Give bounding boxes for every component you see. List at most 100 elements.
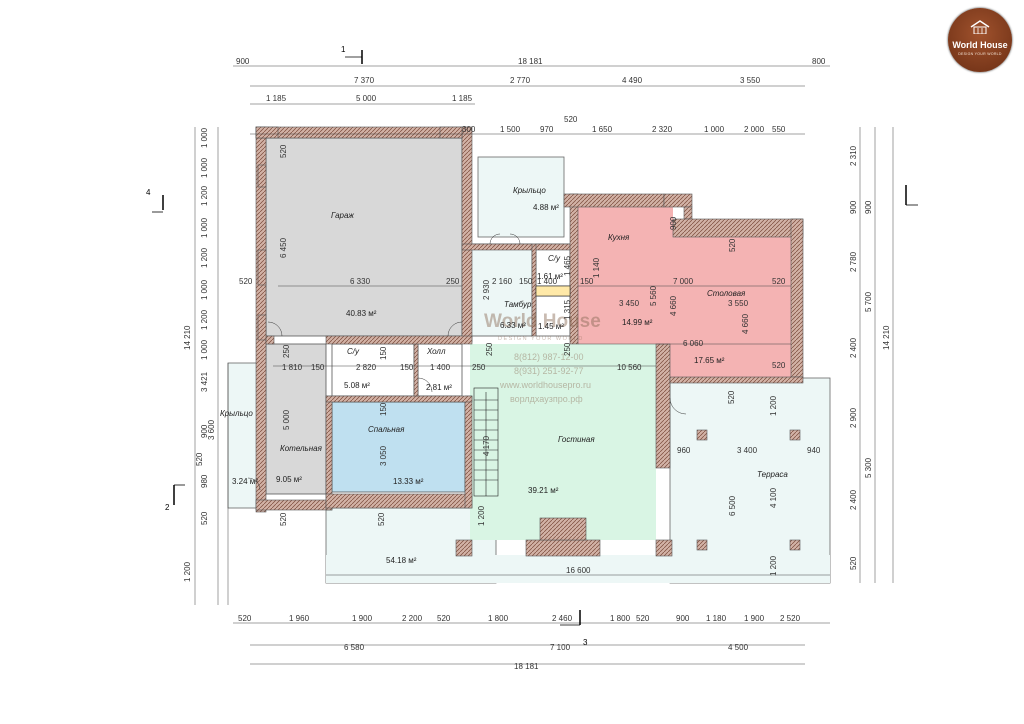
svg-text:520: 520 [279,144,288,158]
dimension-lines [194,65,894,665]
svg-text:14 210: 14 210 [183,325,192,350]
svg-text:1 200: 1 200 [183,561,192,582]
svg-text:940: 940 [807,446,821,455]
svg-text:520: 520 [772,277,786,286]
area-storage: 1.45 м² [538,322,564,331]
section-markers [162,50,907,625]
svg-text:6 500: 6 500 [728,495,737,516]
svg-text:6 450: 6 450 [279,237,288,258]
svg-text:520: 520 [195,452,204,466]
svg-text:3 400: 3 400 [737,446,758,455]
label-wc1: С/у [548,254,561,263]
svg-text:960: 960 [677,446,691,455]
svg-text:250: 250 [472,363,486,372]
svg-text:1: 1 [341,45,346,54]
label-wc2: С/у [347,347,360,356]
section-marker-ticks [152,56,918,626]
house-icon [970,20,990,34]
svg-text:4: 4 [146,188,151,197]
svg-text:900: 900 [669,216,678,230]
svg-text:1 800: 1 800 [610,614,631,623]
label-porch-left: Крыльцо [220,409,253,418]
svg-text:520: 520 [200,511,209,525]
area-wc2: 5.08 м² [344,381,370,390]
svg-text:250: 250 [485,342,494,356]
svg-text:520: 520 [437,614,451,623]
svg-text:18 181: 18 181 [518,57,543,66]
svg-text:5 560: 5 560 [649,285,658,306]
svg-text:2 160: 2 160 [492,277,513,286]
storage-fill [535,295,571,337]
svg-text:1 900: 1 900 [744,614,765,623]
svg-text:4 170: 4 170 [482,435,491,456]
svg-text:3 450: 3 450 [619,299,640,308]
svg-text:10 560: 10 560 [617,363,642,372]
svg-text:14 210: 14 210 [882,325,891,350]
svg-text:520: 520 [564,115,578,124]
dims-left: 1 000 1 000 1 200 1 000 1 200 1 000 1 20… [183,127,216,582]
svg-text:5 000: 5 000 [356,94,377,103]
svg-text:3 421: 3 421 [200,371,209,392]
label-bedroom: Спальная [368,425,405,434]
svg-text:520: 520 [728,238,737,252]
svg-text:2 900: 2 900 [849,407,858,428]
label-dining: Столовая [707,289,746,298]
tambur-fill [469,243,533,337]
label-terrace: Терраса [757,470,788,479]
watermark: World House DESIGN YOUR WORLD 8(812) 987… [484,311,601,404]
svg-text:970: 970 [540,125,554,134]
terrace-bottom-fill [326,555,830,583]
wc2-fill [331,343,415,397]
svg-text:250: 250 [563,342,572,356]
svg-text:2 400: 2 400 [849,337,858,358]
svg-text:520: 520 [377,512,386,526]
svg-text:5 300: 5 300 [864,457,873,478]
svg-text:150: 150 [379,346,388,360]
porch-top-fill [477,156,565,238]
svg-text:1 000: 1 000 [200,127,209,148]
svg-text:2 820: 2 820 [356,363,377,372]
svg-text:520: 520 [636,614,650,623]
svg-text:4 660: 4 660 [669,295,678,316]
svg-text:3 550: 3 550 [740,76,761,85]
svg-text:2 520: 2 520 [780,614,801,623]
svg-text:250: 250 [282,344,291,358]
logo-name: World House [952,40,1008,50]
svg-text:4 490: 4 490 [622,76,643,85]
label-porch-top: Крыльцо [513,186,546,195]
svg-text:1 810: 1 810 [282,363,303,372]
svg-text:DESIGN YOUR WORLD: DESIGN YOUR WORLD [498,336,584,342]
svg-text:300: 300 [462,125,476,134]
area-garage: 40.83 м² [346,309,377,318]
svg-text:7 370: 7 370 [354,76,375,85]
svg-text:1 650: 1 650 [592,125,613,134]
kitchen-fill [578,207,673,344]
svg-text:250: 250 [446,277,460,286]
svg-text:1 140: 1 140 [592,257,601,278]
svg-text:900: 900 [864,200,873,214]
svg-text:150: 150 [400,363,414,372]
svg-text:2 320: 2 320 [652,125,673,134]
svg-text:3: 3 [583,638,588,647]
svg-text:5 700: 5 700 [864,291,873,312]
svg-text:3 550: 3 550 [728,299,749,308]
svg-text:900: 900 [236,57,250,66]
svg-text:1 000: 1 000 [704,125,725,134]
svg-text:1 200: 1 200 [200,185,209,206]
svg-text:8(931) 251-92-77: 8(931) 251-92-77 [514,366,584,376]
svg-text:900: 900 [676,614,690,623]
svg-text:4 660: 4 660 [741,313,750,334]
svg-text:3 050: 3 050 [379,445,388,466]
door-swings [247,233,687,491]
svg-text:800: 800 [812,57,826,66]
section-marker-labels: 1 3 4 2 [146,45,588,647]
area-dining: 17.65 м² [694,356,725,365]
svg-text:16 600: 16 600 [566,566,591,575]
label-boiler: Котельная [280,444,323,453]
svg-text:4 500: 4 500 [728,643,749,652]
world-house-logo: World House DESIGN YOUR WORLD [948,8,1012,72]
svg-text:18 181: 18 181 [514,662,539,671]
svg-text:520: 520 [772,361,786,370]
area-hall: 2.81 м² [426,383,452,392]
